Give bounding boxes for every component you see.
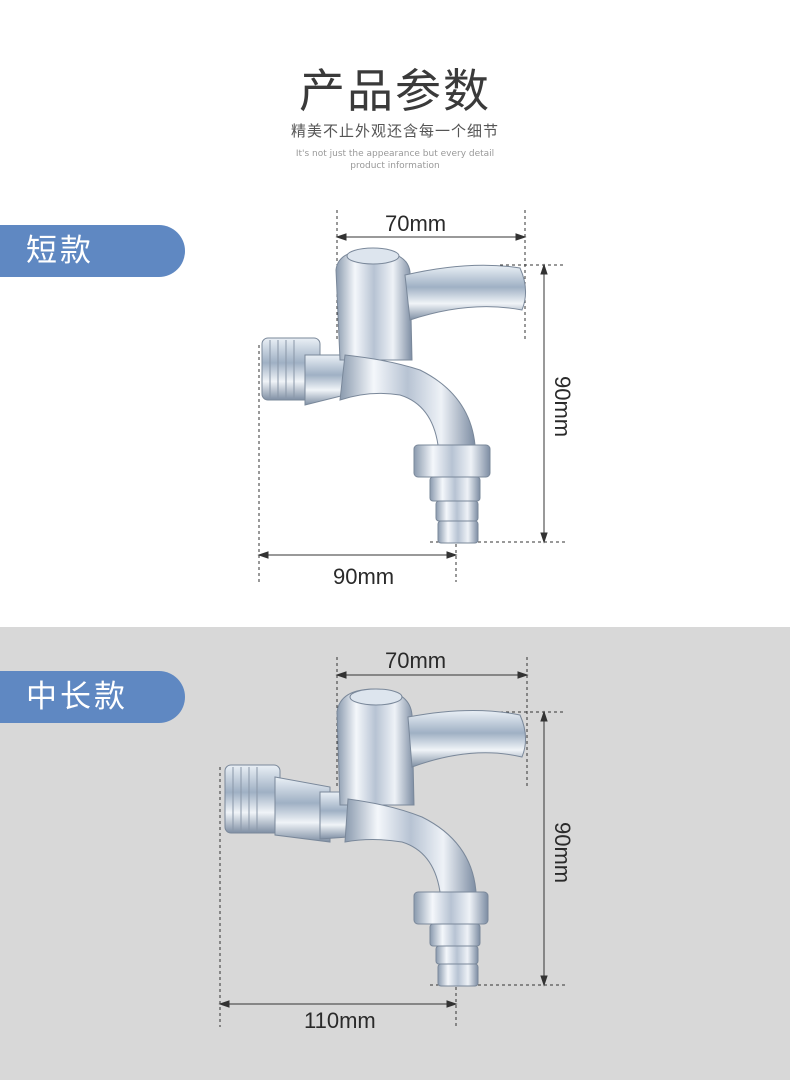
short-height-label: 90mm: [550, 376, 575, 438]
page-header: 产品参数 精美不止外观还含每一个细节 It's not just the app…: [0, 0, 790, 190]
section-short: 短款: [0, 190, 790, 627]
short-faucet-diagram: [257, 210, 565, 582]
tag-short: 短款: [0, 225, 185, 277]
medium-faucet-image: [224, 688, 526, 987]
english-caption: It's not just the appearance but every d…: [0, 148, 790, 172]
english-caption-line-2: product information: [350, 161, 440, 171]
medium-faucet-diagram: [218, 657, 565, 1027]
page-subtitle: 精美不止外观还含每一个细节: [290, 122, 499, 140]
tag-medium: 中长款: [0, 671, 185, 723]
short-faucet-image: [261, 247, 526, 544]
short-dimension-lines: [257, 210, 565, 582]
medium-height-label: 90mm: [550, 822, 575, 884]
medium-top-width-label: 70mm: [385, 648, 447, 673]
page-title: 产品参数: [299, 64, 491, 118]
medium-bottom-width-label: 110mm: [304, 1008, 376, 1033]
english-caption-line-1: It's not just the appearance but every d…: [295, 149, 495, 159]
section-medium: 中长款: [0, 627, 790, 1080]
short-bottom-width-label: 90mm: [333, 564, 395, 589]
short-top-width-label: 70mm: [385, 211, 447, 236]
